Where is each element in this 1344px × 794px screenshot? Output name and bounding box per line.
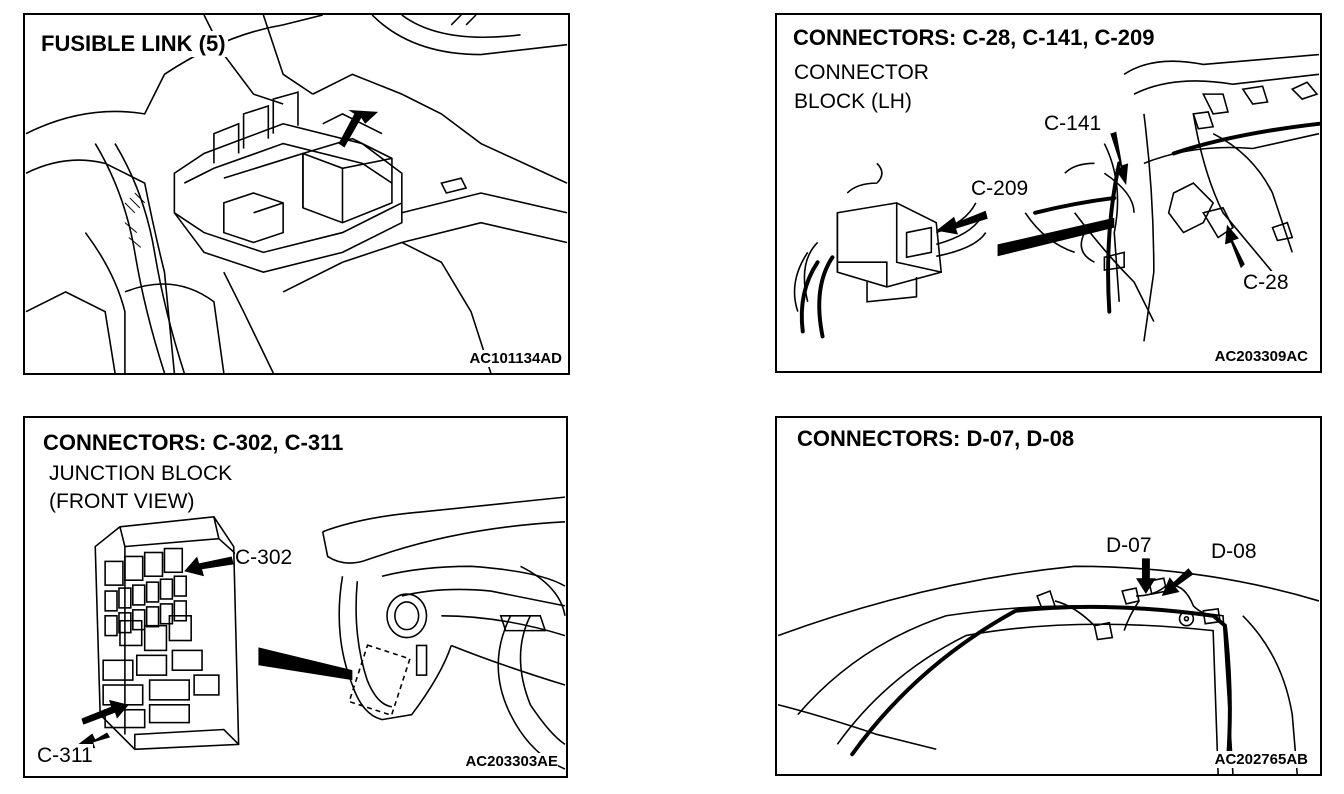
subtitle-line-1: JUNCTION BLOCK	[49, 461, 233, 487]
subtitle-line-2: BLOCK (LH)	[794, 89, 912, 115]
connectors-d07-d08-panel: CONNECTORS: D-07, D-08 D-07 D-08 AC20276…	[775, 416, 1322, 776]
figure-code: AC202765AB	[1214, 751, 1308, 768]
panel-title: CONNECTORS: C-302, C-311	[41, 430, 346, 456]
subtitle-line-2: (FRONT VIEW)	[49, 489, 195, 515]
c311-label: C-311	[37, 744, 93, 768]
c141-arrow-icon	[1110, 131, 1129, 186]
figure-code: AC203309AC	[1214, 348, 1308, 365]
engine-bay-fuse-box-illustration	[25, 15, 568, 373]
panel-title: FUSIBLE LINK (5)	[39, 31, 228, 57]
figure-code: AC203303AE	[465, 753, 558, 770]
c141-label: C-141	[1044, 112, 1102, 136]
junction-block-illustration	[75, 496, 566, 770]
c209-arrow-icon	[936, 210, 988, 235]
d08-label: D-08	[1211, 540, 1257, 564]
c302-arrow-icon	[184, 556, 234, 577]
d08-arrow-icon	[1161, 568, 1194, 596]
d07-arrow-icon	[1136, 558, 1156, 595]
subtitle-line-1: CONNECTOR	[794, 60, 929, 86]
c28-label: C-28	[1243, 271, 1289, 295]
c28-arrow-icon	[1225, 224, 1245, 269]
figure-code: AC101134AD	[469, 350, 562, 367]
connectors-c28-c141-c209-panel: CONNECTORS: C-28, C-141, C-209 CONNECTOR…	[775, 13, 1322, 373]
leader-wedge	[258, 647, 353, 681]
arrow-icon	[338, 109, 379, 148]
connector-block-lh-illustration	[793, 53, 1320, 342]
c209-label: C-209	[971, 177, 1029, 201]
panel-title: CONNECTORS: C-28, C-141, C-209	[791, 25, 1157, 51]
d07-label: D-07	[1106, 534, 1152, 558]
panel-title: CONNECTORS: D-07, D-08	[795, 426, 1077, 452]
fusible-link-panel: FUSIBLE LINK (5) AC101134AD	[23, 13, 570, 375]
c302-label: C-302	[235, 546, 293, 570]
roof-harness-illustration	[777, 558, 1320, 774]
leader-wedge	[997, 217, 1115, 257]
connectors-c302-c311-panel: CONNECTORS: C-302, C-311 JUNCTION BLOCK …	[23, 416, 568, 778]
